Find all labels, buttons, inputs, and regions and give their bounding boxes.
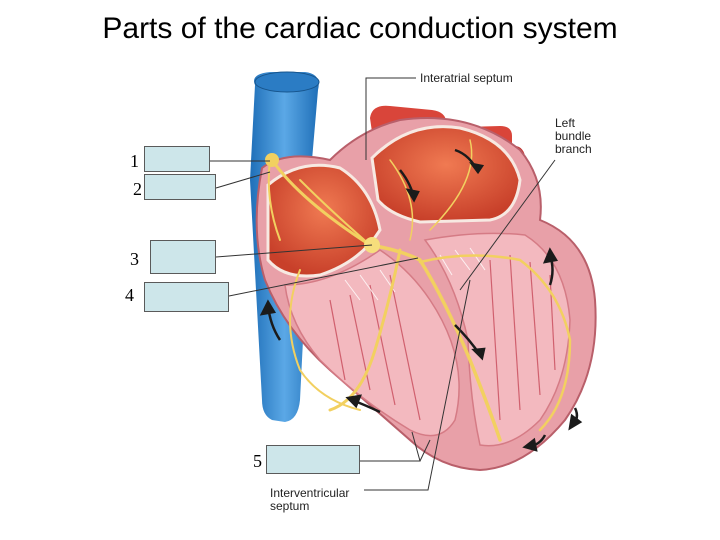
blank-number: 3 bbox=[130, 249, 139, 269]
diagram-title: Parts of the cardiac conduction system bbox=[102, 12, 618, 45]
blank-number: 1 bbox=[130, 151, 139, 171]
answer-box-4[interactable] bbox=[144, 282, 229, 312]
answer-box-2[interactable] bbox=[144, 174, 216, 200]
label-line: branch bbox=[555, 142, 592, 156]
label-line: Interventricular bbox=[270, 486, 350, 500]
blank-number: 4 bbox=[125, 285, 134, 305]
blank-number: 5 bbox=[253, 451, 262, 471]
label-line: Left bbox=[555, 116, 576, 130]
answer-box-1[interactable] bbox=[144, 146, 210, 172]
label-line: septum bbox=[270, 499, 310, 513]
label-left-bundle-branch: Left bundle branch bbox=[555, 117, 592, 156]
blood-flow-arrows bbox=[259, 148, 583, 452]
leader-lines bbox=[210, 77, 556, 491]
blank-number: 2 bbox=[133, 179, 142, 199]
sa-node bbox=[265, 153, 279, 167]
label-interventricular-septum: Interventricular septum bbox=[270, 487, 349, 513]
answer-box-3[interactable] bbox=[150, 240, 216, 274]
label-line: bundle bbox=[555, 129, 592, 143]
label-interatrial-septum: Interatrial septum bbox=[420, 71, 513, 85]
answer-box-5[interactable] bbox=[266, 445, 360, 474]
